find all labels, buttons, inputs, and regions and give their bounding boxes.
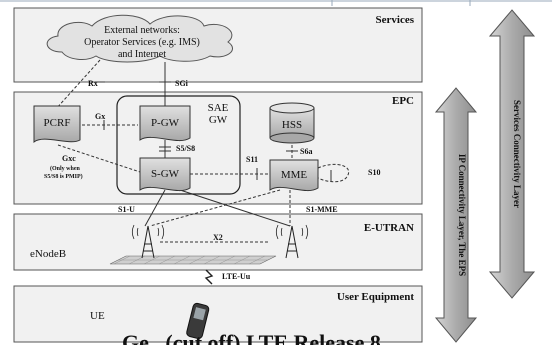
- rx-label: Rx: [88, 79, 98, 88]
- eutran-layer-label: E-UTRAN: [364, 222, 414, 234]
- pgw-label: P-GW: [151, 117, 180, 129]
- hss-node: HSS: [269, 102, 315, 144]
- gx-label: Gx: [95, 112, 105, 121]
- pcrf-node: PCRF: [33, 105, 81, 144]
- cloud-line-2: Operator Services (e.g. IMS): [84, 37, 200, 48]
- ue-layer: User Equipment: [13, 285, 423, 343]
- s1u-label: S1-U: [118, 205, 135, 214]
- s1mme-left: [149, 189, 281, 227]
- connectors: [54, 59, 349, 243]
- pgw-node: P-GW: [139, 105, 191, 142]
- s11-label: S11: [246, 155, 258, 164]
- enodeb-towers: [109, 224, 308, 265]
- s5s8-label: S5/S8: [176, 144, 195, 153]
- sgw-label: S-GW: [151, 168, 180, 180]
- s1u-right: [179, 189, 291, 227]
- services-layer-arrow-label: Services Connectivity Layer: [512, 100, 522, 208]
- x2-label: X2: [213, 233, 223, 242]
- tower-right-icon: [285, 225, 299, 259]
- ip-connectivity-arrow: IP Connectivity Layer, The EPS: [434, 87, 478, 343]
- epc-layer: EPC: [13, 91, 423, 205]
- mobile-phone-icon: [186, 302, 210, 340]
- gxc-note-2: S5/S8 is PMIP): [44, 173, 83, 180]
- s10-label: S10: [368, 168, 380, 177]
- lightning-icon: [204, 269, 214, 285]
- sae-gw-container: [116, 95, 241, 195]
- s1u-left: [144, 189, 166, 227]
- ue-layer-label: User Equipment: [337, 291, 414, 303]
- tower-left-icon: [141, 225, 155, 259]
- lteuu-label: LTE-Uu: [222, 272, 251, 281]
- enodeb-label: eNodeB: [30, 248, 66, 260]
- sgi-label: SGi: [175, 79, 189, 88]
- cloud-line-3: and Internet: [118, 49, 166, 60]
- ue-label: UE: [90, 310, 105, 322]
- gxc-link: [57, 144, 141, 173]
- sae-label-2: GW: [209, 114, 228, 126]
- sgw-node: S-GW: [139, 157, 191, 192]
- s6a-label: S6a: [300, 147, 312, 156]
- ip-layer-label: IP Connectivity Layer, The EPS: [457, 154, 467, 276]
- gxc-label: Gxc: [62, 154, 76, 163]
- mme-label: MME: [281, 169, 308, 181]
- sae-label-1: SAE: [208, 102, 229, 114]
- rx-link: [54, 59, 101, 111]
- cloud-line-1: External networks:: [104, 25, 180, 36]
- services-layer-label: Services: [376, 14, 415, 26]
- figure-caption: Ge...(cut off) LTE Release 8: [122, 330, 381, 345]
- epc-layer-label: EPC: [392, 95, 414, 107]
- hss-label: HSS: [282, 119, 302, 131]
- external-networks-cloud: External networks: Operator Services (e.…: [46, 14, 233, 63]
- gxc-note-1: (Only when: [50, 165, 81, 172]
- s10-loop: [317, 163, 349, 183]
- pcrf-label: PCRF: [44, 117, 71, 129]
- mme-node: MME: [269, 159, 319, 192]
- services-connectivity-arrow: Services Connectivity Layer: [488, 9, 536, 299]
- s1mme-label: S1-MME: [306, 205, 338, 214]
